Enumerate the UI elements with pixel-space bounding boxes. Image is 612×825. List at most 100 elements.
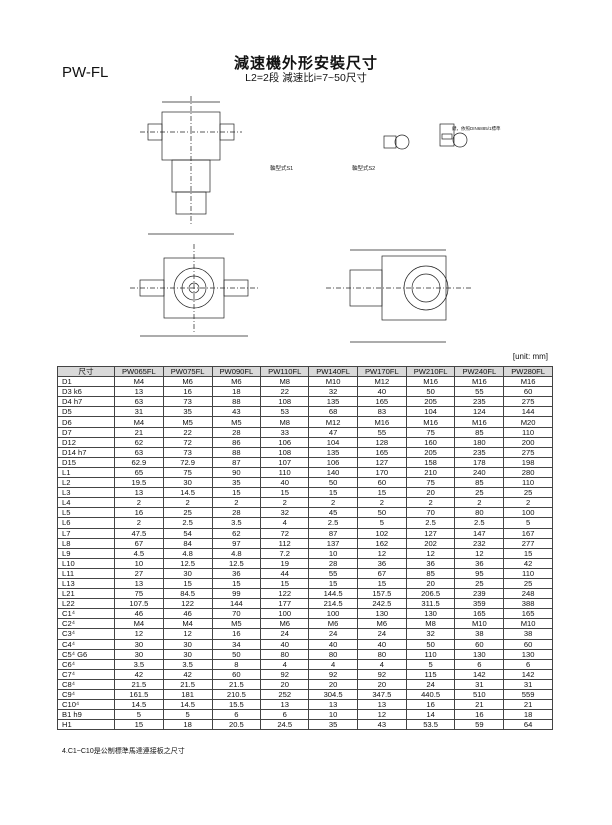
dimension-value: 34 — [211, 638, 262, 650]
dimension-value: 99 — [211, 588, 262, 600]
dimension-value: 16 — [454, 709, 505, 721]
dimension-value: 15 — [260, 487, 310, 499]
dimension-value: 242.5 — [356, 598, 407, 610]
dimension-value: 24 — [405, 678, 456, 691]
dimension-value: 31 — [454, 678, 505, 691]
dimension-value: 60 — [454, 638, 505, 650]
dimension-value: 2 — [260, 497, 310, 509]
dimension-value: 5 — [405, 658, 456, 670]
dimension-value: M8 — [260, 376, 310, 388]
dimension-value: 180 — [454, 436, 505, 448]
dimension-value: 100 — [308, 608, 358, 620]
dimension-value: 25 — [454, 577, 505, 590]
header-model: PW110FL — [260, 365, 310, 378]
dimension-value: 21 — [114, 426, 164, 438]
dimension-value: 135 — [308, 396, 358, 408]
dimension-value: 2 — [114, 517, 164, 529]
dimension-value: 31 — [114, 406, 164, 418]
dimension-value: 14.5 — [162, 487, 213, 499]
dimension-value: 2 — [503, 497, 553, 509]
dimension-value: 86 — [211, 436, 262, 448]
dimension-value: M6 — [211, 376, 262, 388]
dimension-value: 20 — [405, 577, 456, 590]
dimension-value: 20 — [405, 487, 456, 499]
dimension-value: 178 — [454, 456, 505, 468]
dimension-label: D15 — [57, 456, 115, 468]
dimension-label: L2 — [57, 477, 115, 489]
dimension-value: 36 — [211, 567, 262, 579]
dimension-value: 60 — [503, 638, 553, 650]
dimension-value: 202 — [405, 537, 456, 549]
dimension-value: 28 — [211, 426, 262, 438]
dimension-value: 142 — [454, 668, 505, 680]
dimension-value: 62 — [211, 527, 262, 539]
dimension-value: 24.5 — [260, 719, 310, 731]
dimension-value: 60 — [211, 668, 262, 680]
dimension-value: 35 — [162, 406, 213, 418]
dimension-value: 165 — [356, 446, 407, 458]
dimension-value: 13 — [114, 487, 164, 499]
dimension-value: 42 — [114, 668, 164, 680]
dimension-value: 144.5 — [308, 588, 358, 600]
dimension-value: M6 — [260, 618, 310, 630]
dimension-value: 106 — [308, 456, 358, 468]
dimension-value: 32 — [405, 628, 456, 640]
dimension-value: 510 — [454, 688, 505, 701]
dimension-value: 304.5 — [308, 688, 358, 701]
dimension-value: 122 — [260, 588, 310, 600]
dimension-value: 4.5 — [114, 547, 164, 559]
dimension-label: L7 — [57, 527, 115, 539]
dimension-value: 100 — [260, 608, 310, 620]
dimension-value: 55 — [454, 386, 505, 398]
dimension-value: 140 — [308, 466, 358, 479]
dimension-value: 22 — [260, 386, 310, 398]
dimension-value: 147 — [454, 527, 505, 539]
dimension-value: 206.5 — [405, 588, 456, 600]
shaft-s1-label: 軸型式S1 — [270, 164, 293, 172]
dimension-value: 2.5 — [454, 517, 505, 529]
dimension-value: 47.5 — [114, 527, 164, 539]
dimension-value: 112 — [260, 537, 310, 549]
dimension-value: 13 — [308, 699, 358, 711]
dimension-value: 50 — [308, 477, 358, 489]
dimension-value: 115 — [405, 668, 456, 680]
dimension-value: 25 — [503, 487, 553, 499]
dimension-value: 4.8 — [211, 547, 262, 559]
dimension-value: M6 — [356, 618, 407, 630]
dimension-value: 14 — [405, 709, 456, 721]
dimension-value: 2 — [162, 497, 213, 509]
dimension-value: 158 — [405, 456, 456, 468]
dimension-value: 124 — [454, 406, 505, 418]
dimension-value: 181 — [162, 688, 213, 701]
header-model: PW210FL — [405, 365, 456, 378]
dimension-label: D7 — [57, 426, 115, 438]
dimension-value: 43 — [211, 406, 262, 418]
technical-drawing: 軸型式S1 軸型式S2 鍵，依照DIN6885/1標準 — [130, 96, 501, 343]
dimension-value: 106 — [260, 436, 310, 448]
dimension-label: L1 — [57, 466, 115, 479]
dimension-value: 85 — [454, 477, 505, 489]
dimension-value: 214.5 — [308, 598, 358, 610]
dimension-value: 162 — [356, 537, 407, 549]
dimension-value: 15 — [356, 487, 407, 499]
dimension-value: 4 — [308, 658, 358, 670]
dimension-value: 88 — [211, 446, 262, 458]
dimension-value: 21 — [503, 699, 553, 711]
dimension-value: 21 — [454, 699, 505, 711]
dimension-value: 130 — [356, 608, 407, 620]
header-model: PW170FL — [356, 365, 407, 378]
dimension-value: 19 — [260, 557, 310, 569]
dimension-value: 104 — [405, 406, 456, 418]
dimension-value: 21.5 — [114, 678, 164, 691]
dimension-value: 80 — [260, 648, 310, 660]
dimension-value: 170 — [356, 466, 407, 479]
dimension-value: 280 — [503, 466, 553, 479]
